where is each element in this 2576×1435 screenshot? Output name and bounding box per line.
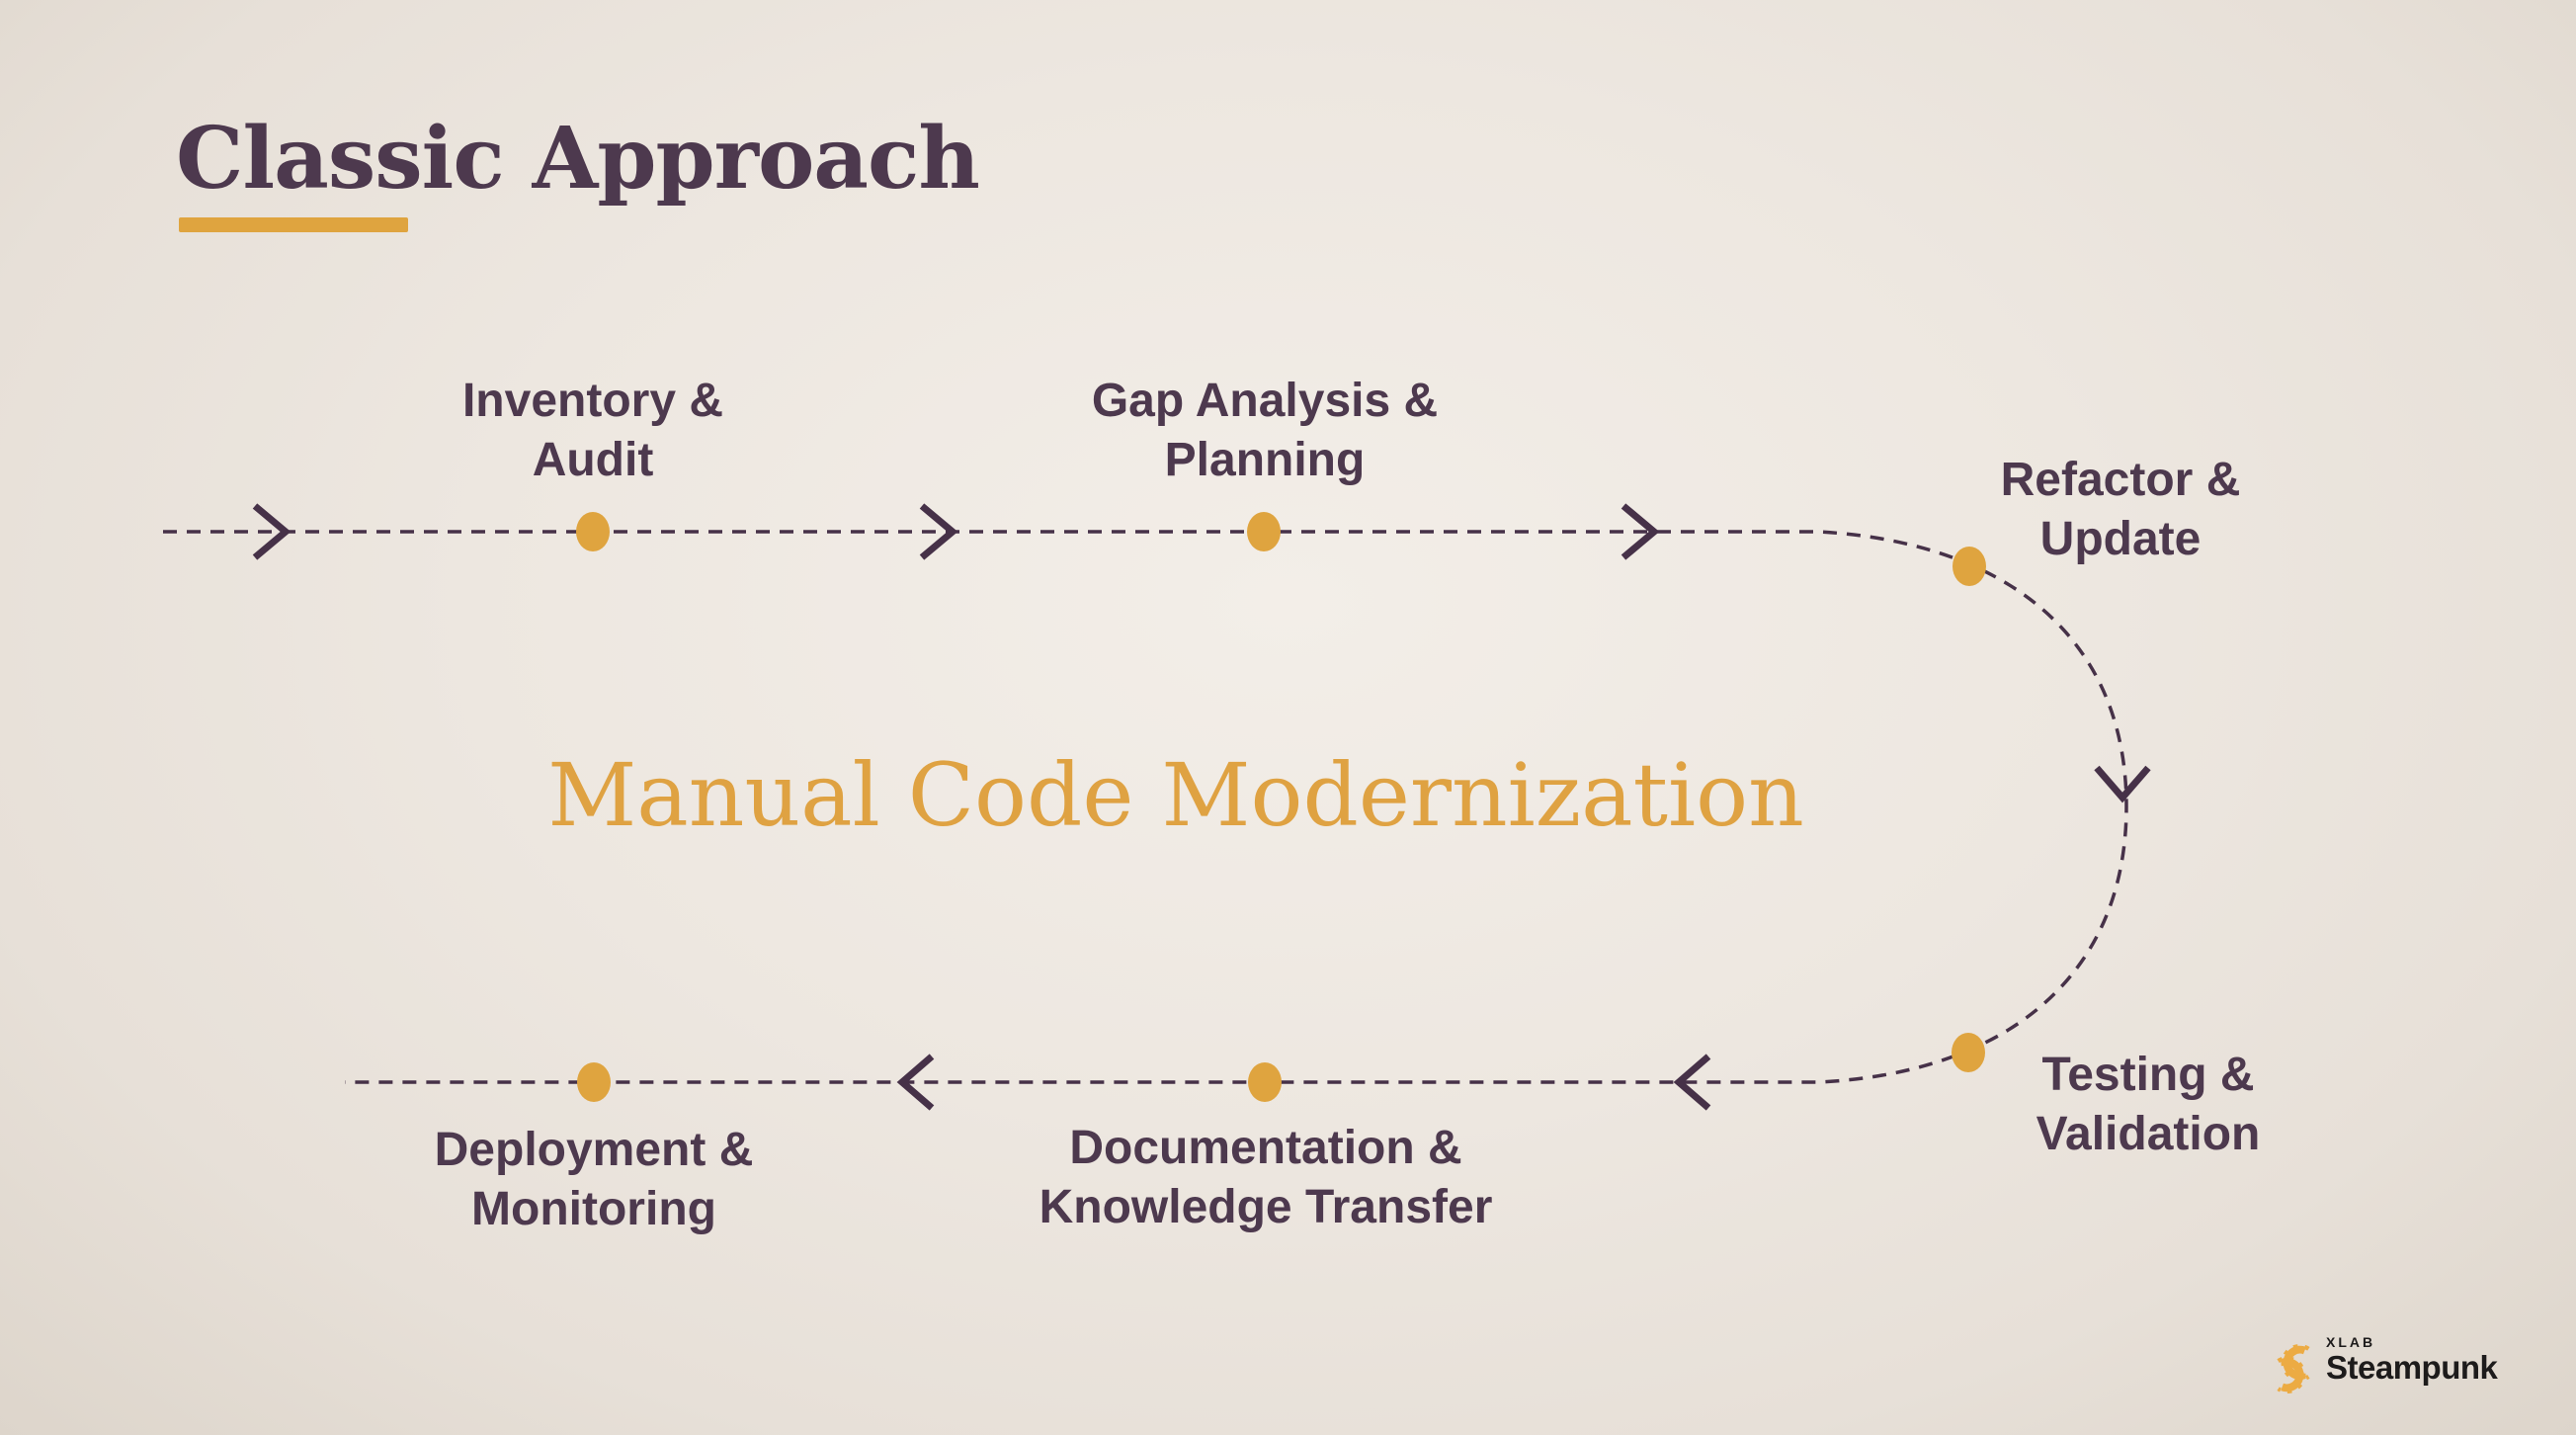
- arrow-left-icon: [896, 1054, 935, 1111]
- step-label-line: Audit: [532, 434, 654, 486]
- step-label-line: Gap Analysis &: [1091, 375, 1439, 427]
- step-label-gap-analysis-planning: Gap Analysis & Planning: [958, 372, 1571, 490]
- step-label-line: Deployment &: [434, 1124, 754, 1176]
- logo-company-label: XLAB: [2326, 1334, 2376, 1350]
- xlab-steampunk-logo: XLAB Steampunk: [2269, 1334, 2498, 1397]
- step-node-inventory-audit: [576, 512, 610, 551]
- step-node-testing-validation: [1952, 1033, 1985, 1072]
- arrow-right-icon: [919, 503, 958, 560]
- step-node-refactor-update: [1953, 547, 1986, 586]
- step-label-line: Documentation &: [1069, 1122, 1462, 1174]
- step-label-inventory-audit: Inventory & Audit: [287, 372, 899, 490]
- arrow-left-icon: [1673, 1054, 1711, 1111]
- step-label-line: Testing &: [2041, 1049, 2255, 1101]
- step-label-line: Planning: [1164, 434, 1366, 486]
- step-node-documentation-transfer: [1248, 1062, 1282, 1102]
- gear-s-icon: [2277, 1343, 2310, 1394]
- step-label-line: Inventory &: [461, 375, 724, 427]
- arrow-right-icon: [1620, 503, 1660, 560]
- step-label-line: Monitoring: [471, 1183, 716, 1235]
- title-underline: [179, 217, 408, 232]
- arrow-down-icon: [2094, 765, 2151, 803]
- arrow-right-icon: [252, 503, 291, 560]
- center-caption: Manual Code Modernization: [547, 744, 1804, 846]
- page-title: Classic Approach: [176, 109, 980, 209]
- step-label-refactor-update: Refactor & Update: [1814, 451, 2427, 569]
- step-label-line: Update: [2039, 513, 2202, 565]
- step-label-testing-validation: Testing & Validation: [1842, 1046, 2454, 1164]
- logo-product-label: Steampunk: [2326, 1349, 2498, 1386]
- step-label-documentation-transfer: Documentation & Knowledge Transfer: [959, 1119, 1572, 1237]
- step-label-line: Refactor &: [2000, 454, 2241, 506]
- step-label-line: Validation: [2036, 1108, 2261, 1160]
- logo-text: XLAB Steampunk: [2326, 1334, 2498, 1386]
- step-node-deployment-monitoring: [577, 1062, 611, 1102]
- step-label-deployment-monitoring: Deployment & Monitoring: [288, 1121, 900, 1239]
- step-label-line: Knowledge Transfer: [1039, 1181, 1493, 1233]
- step-node-gap-analysis-planning: [1247, 512, 1281, 551]
